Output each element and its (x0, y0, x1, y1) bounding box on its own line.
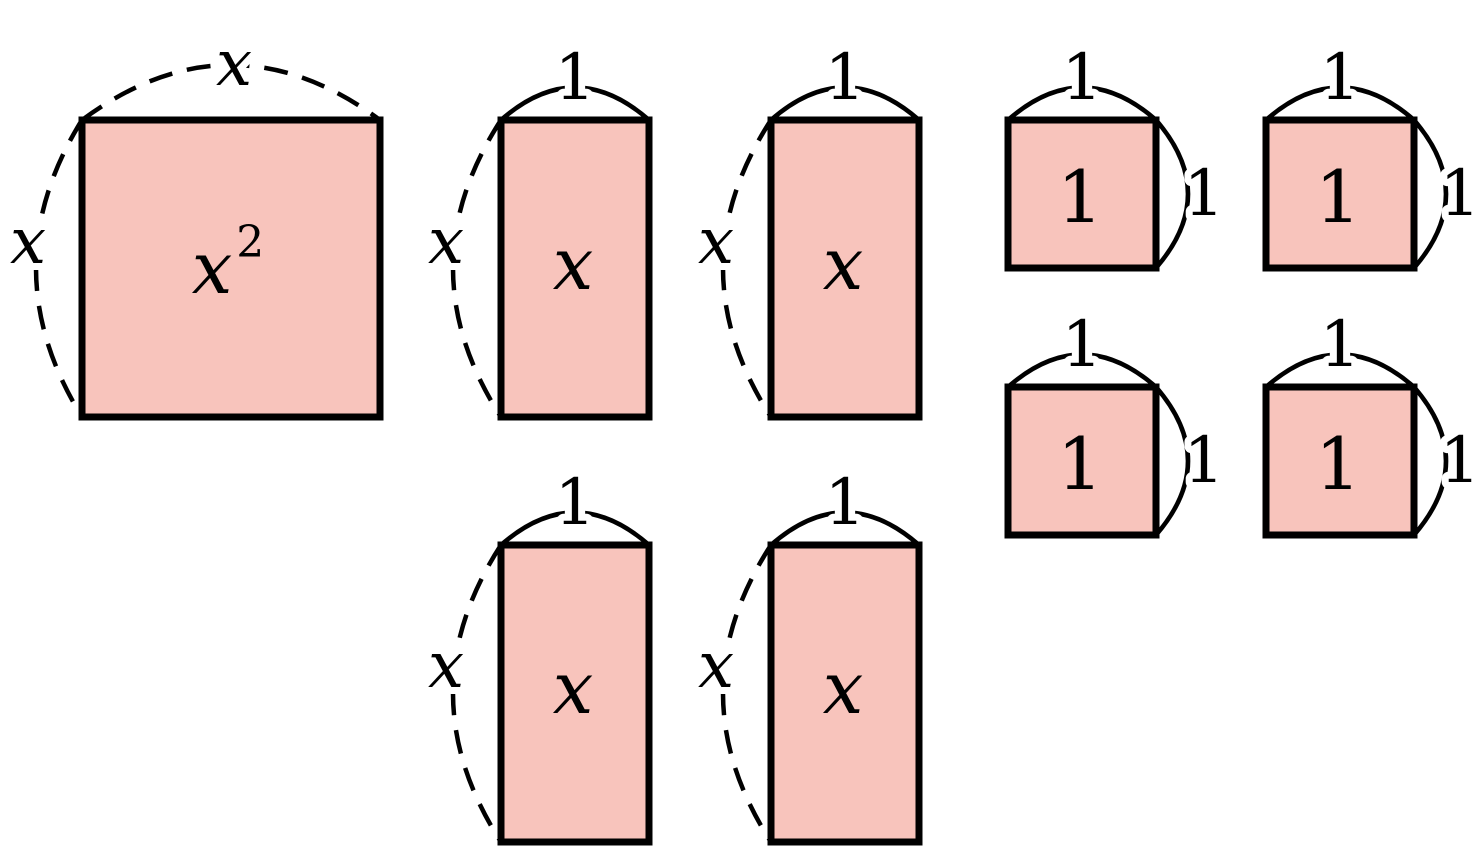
unit-square-tile: 1 1 1 (1004, 301, 1231, 539)
unit-square-top-label: 1 (1320, 308, 1361, 382)
x-rect-area-label: x (823, 222, 864, 306)
unit-square-right-dimension (1412, 118, 1449, 270)
unit-square-tile: 1 1 1 (1262, 301, 1481, 539)
x-squared-area-label: x2 (192, 217, 265, 311)
unit-square (1004, 116, 1160, 272)
x-rect-tile: 1 x x (691, 459, 923, 846)
x-rect-left-dimension (450, 118, 503, 419)
unit-square-tile: 1 1 1 (1004, 34, 1231, 272)
unit-square-top-label: 1 (1320, 41, 1361, 115)
x-squared-tile: x x x2 (3, 20, 384, 421)
unit-square-top-dimension (1264, 352, 1416, 389)
x-rect-left-dimension (450, 543, 503, 844)
unit-square-right-dimension (1154, 385, 1191, 537)
unit-square (1262, 383, 1418, 539)
x-rect-top-label: 1 (555, 466, 596, 540)
unit-square-area-label: 1 (1057, 422, 1103, 506)
x-squared-area-base: x (192, 226, 233, 310)
unit-square-right-label: 1 (1184, 157, 1225, 231)
unit-square-tile: 1 1 1 (1262, 34, 1481, 272)
x-rect-top-dimension (769, 510, 921, 547)
x-rect-left-dimension (720, 543, 773, 844)
x-rect-left-label: x (698, 205, 734, 279)
x-rect-top-label: 1 (555, 41, 596, 115)
x-rect-top-dimension (499, 85, 651, 122)
x-squared-left-dimension (33, 118, 84, 419)
x-rect-area-label: x (553, 646, 594, 730)
unit-square-area-label: 1 (1057, 155, 1103, 239)
unit-square-top-label: 1 (1062, 308, 1103, 382)
unit-square-area-label: 1 (1315, 155, 1361, 239)
x-squared-area-exponent: 2 (236, 217, 264, 268)
x-rect-top-dimension (769, 85, 921, 122)
unit-square-right-label: 1 (1440, 157, 1481, 231)
x-squared-square (78, 116, 384, 421)
x-rect-area-label: x (553, 222, 594, 306)
x-rect-top-label: 1 (825, 41, 866, 115)
x-rect (767, 541, 923, 846)
x-rect-top-label: 1 (825, 466, 866, 540)
unit-square-top-dimension (1006, 85, 1158, 122)
x-rect-left-dimension (720, 118, 773, 419)
x-rect-tile: 1 x x (421, 459, 653, 846)
x-rect-left-label: x (428, 629, 464, 703)
unit-square-right-label: 1 (1440, 424, 1481, 498)
unit-square-right-label: 1 (1184, 424, 1225, 498)
x-rect-tile: 1 x x (421, 34, 653, 421)
unit-square-top-dimension (1264, 85, 1416, 122)
unit-square-top-dimension (1006, 352, 1158, 389)
x-rect-top-dimension (499, 510, 651, 547)
unit-square-area-label: 1 (1315, 422, 1361, 506)
x-squared-left-label: x (10, 205, 46, 279)
unit-square (1262, 116, 1418, 272)
unit-square-right-dimension (1154, 118, 1191, 270)
x-rect-left-label: x (428, 205, 464, 279)
x-rect-area-label: x (823, 646, 864, 730)
x-rect (497, 541, 653, 846)
x-rect-tile: 1 x x (691, 34, 923, 421)
x-squared-top-dimension (80, 62, 382, 122)
unit-square (1004, 383, 1160, 539)
unit-square-top-label: 1 (1062, 41, 1103, 115)
x-rect (767, 116, 923, 421)
x-rect-left-label: x (698, 629, 734, 703)
x-rect (497, 116, 653, 421)
unit-square-right-dimension (1412, 385, 1449, 537)
x-squared-top-label: x (216, 27, 252, 101)
